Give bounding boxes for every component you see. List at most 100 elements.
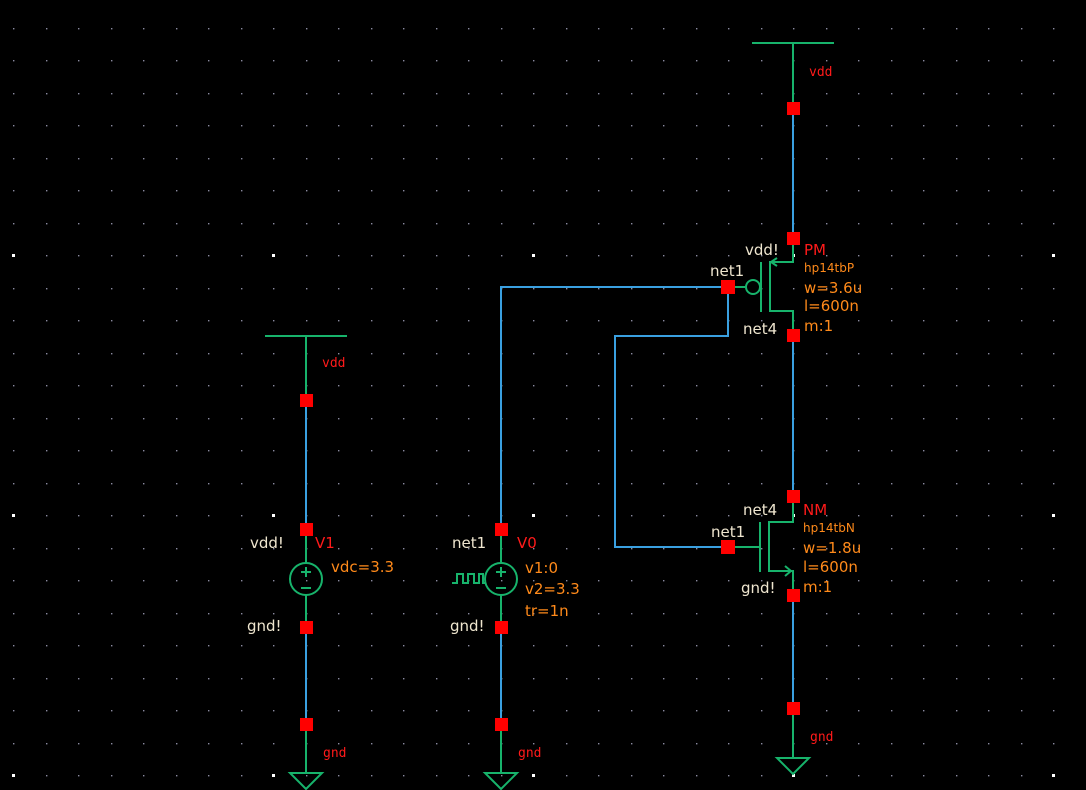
- grid-dot: [13, 483, 15, 485]
- grid-dot: [923, 515, 925, 517]
- grid-dot: [78, 288, 80, 290]
- grid-dot: [143, 613, 145, 615]
- grid-dot: [208, 483, 210, 485]
- v1-plus-pin[interactable]: [300, 523, 313, 536]
- grid-dot: [176, 28, 178, 30]
- grid-dot: [631, 190, 633, 192]
- grid-dot: [631, 613, 633, 615]
- grid-dot: [858, 450, 860, 452]
- grid-dot: [761, 255, 763, 257]
- gnd-pin[interactable]: [495, 718, 508, 731]
- grid-dot: [956, 775, 958, 777]
- grid-dot: [956, 548, 958, 550]
- grid-dot: [143, 288, 145, 290]
- gnd-supply-nm[interactable]: gnd: [774, 702, 833, 776]
- grid-dot: [78, 353, 80, 355]
- gnd-pin[interactable]: [787, 702, 800, 715]
- nm-source-pin[interactable]: [787, 589, 800, 602]
- grid-dot: [46, 710, 48, 712]
- grid-dot: [631, 385, 633, 387]
- grid-dot: [46, 190, 48, 192]
- vdd-supply-top[interactable]: vdd: [752, 42, 834, 115]
- grid-dot: [338, 743, 340, 745]
- gnd-pin[interactable]: [300, 718, 313, 731]
- v1-minus-pin[interactable]: [300, 621, 313, 634]
- grid-dot: [566, 515, 568, 517]
- v0-plus-pin[interactable]: [495, 523, 508, 536]
- grid-dot: [143, 483, 145, 485]
- grid-dot: [956, 93, 958, 95]
- gnd-supply-v0[interactable]: gnd: [482, 718, 541, 790]
- vdc-source-v1[interactable]: vdd! gnd! V1 vdc=3.3: [247, 523, 394, 635]
- grid-dot: [208, 60, 210, 62]
- grid-dot: [208, 775, 210, 777]
- grid-dot: [468, 353, 470, 355]
- nmos-instance-nm[interactable]: net4 net1 gnd! NM hp14tbN w=1.8u l=600n …: [711, 490, 861, 602]
- grid-dot: [1021, 320, 1023, 322]
- nm-gate-pin[interactable]: [721, 540, 735, 554]
- grid-dot: [858, 190, 860, 192]
- grid-dot: [176, 320, 178, 322]
- grid-dot: [696, 385, 698, 387]
- grid-dot: [468, 190, 470, 192]
- v0-minus-pin[interactable]: [495, 621, 508, 634]
- grid-dot: [371, 190, 373, 192]
- grid-dot: [728, 385, 730, 387]
- grid-dot: [143, 320, 145, 322]
- pm-gate-pin[interactable]: [721, 280, 735, 294]
- grid-dot: [923, 678, 925, 680]
- grid-dot: [1053, 320, 1055, 322]
- gnd-label: gnd: [323, 746, 346, 761]
- grid-dot: [501, 775, 503, 777]
- grid-dot: [988, 678, 990, 680]
- grid-dot: [143, 223, 145, 225]
- grid-dot: [338, 28, 340, 30]
- grid-dot: [1053, 190, 1055, 192]
- pm-drain-pin[interactable]: [787, 329, 800, 342]
- grid-dot: [826, 385, 828, 387]
- gnd-supply-v1[interactable]: gnd: [287, 718, 346, 790]
- wire-net1-v0-to-pm-gate[interactable]: [500, 286, 728, 530]
- grid-dot: [13, 190, 15, 192]
- vdd-pin[interactable]: [787, 102, 800, 115]
- grid-dot: [436, 645, 438, 647]
- grid-dot: [663, 320, 665, 322]
- ground-icon: [287, 772, 325, 790]
- grid-dot: [176, 515, 178, 517]
- grid-dot: [241, 190, 243, 192]
- grid-dot: [728, 28, 730, 30]
- grid-dot: [436, 158, 438, 160]
- grid-dot: [826, 580, 828, 582]
- pm-instance-name: PM: [804, 241, 826, 259]
- grid-dot: [533, 93, 535, 95]
- grid-dot: [566, 678, 568, 680]
- vdd-pin[interactable]: [300, 394, 313, 407]
- grid-dot: [566, 223, 568, 225]
- grid-dot: [533, 450, 535, 452]
- grid-dot: [176, 353, 178, 355]
- v0-instance-name: V0: [517, 534, 537, 552]
- pm-source-pin[interactable]: [787, 232, 800, 245]
- wire-net1-pm-to-nm-gate[interactable]: [614, 287, 729, 548]
- grid-dot: [78, 775, 80, 777]
- grid-dot: [891, 125, 893, 127]
- grid-dot: [566, 483, 568, 485]
- grid-dot: [663, 743, 665, 745]
- grid-dot: [858, 580, 860, 582]
- grid-dot: [566, 580, 568, 582]
- grid-dot: [631, 288, 633, 290]
- pmos-transistor-icon: [735, 245, 794, 329]
- grid-dot: [988, 255, 990, 257]
- vpulse-source-v0[interactable]: net1 gnd! V0 v1:0 v2=3.3 tr=1n: [450, 523, 580, 635]
- grid-dot: [858, 645, 860, 647]
- nm-drain-pin[interactable]: [787, 490, 800, 503]
- grid-dot: [891, 28, 893, 30]
- pulse-waveform-icon: [452, 573, 485, 584]
- vdd-supply-left[interactable]: vdd: [265, 335, 347, 407]
- grid-dot: [761, 645, 763, 647]
- grid-dot: [273, 418, 275, 420]
- grid-dot: [891, 743, 893, 745]
- pmos-instance-pm[interactable]: vdd! net1 net4 PM hp14tbP w=3.6u l=600n …: [710, 232, 862, 342]
- grid-dot: [241, 710, 243, 712]
